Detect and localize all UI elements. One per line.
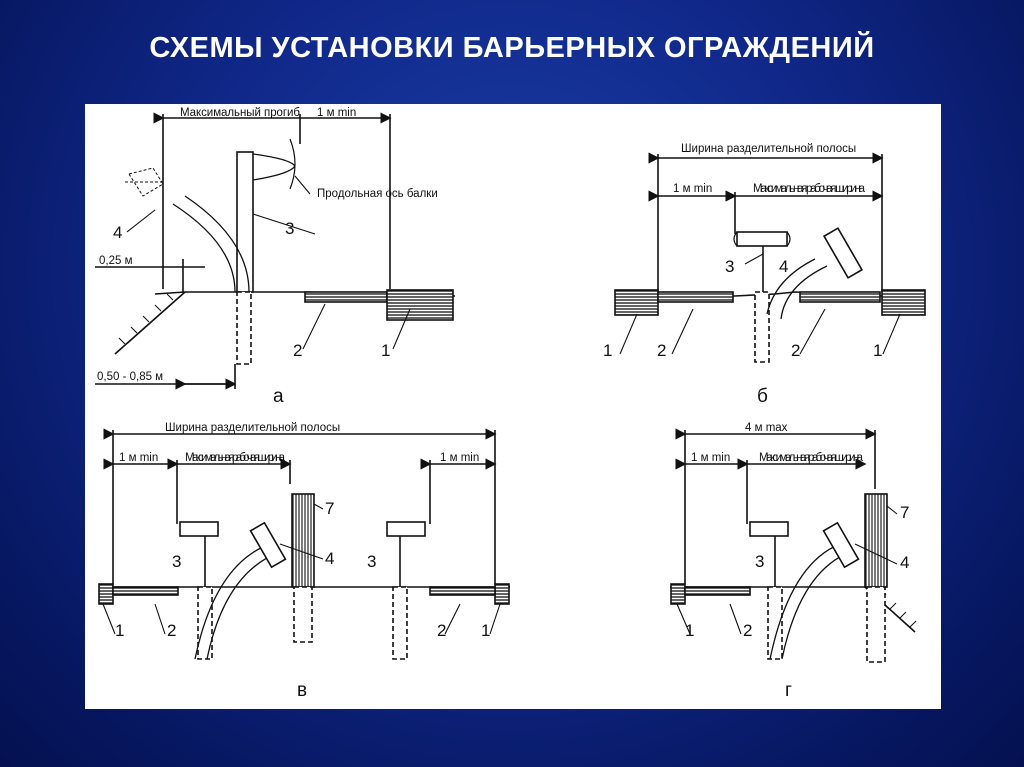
b-num-2b: 2 [791,341,800,360]
v-min-1m-left-label: 1 м min [119,452,158,464]
g-min-1m-label: 1 м min [691,452,730,464]
slide-title: СХЕМЫ УСТАНОВКИ БАРЬЕРНЫХ ОГРАЖДЕНИЙ [149,32,875,64]
lane-b-left [614,289,659,316]
b-min-1m-label: 1 м min [673,183,712,195]
b-num-4: 4 [779,257,788,276]
diagram-a [95,112,456,390]
a-num-1: 1 [381,341,390,360]
pavement-a [304,291,388,303]
v-num-2: 2 [167,621,176,640]
a-num-4: 4 [113,223,122,242]
b-num-1: 1 [603,341,612,360]
diagram-canvas: Максимальный прогиб 1 м min Продольная о… [95,107,926,701]
a-beam-axis-label: Продольная ось балки [317,188,438,200]
diagram-panel: Максимальный прогиб 1 м min Продольная о… [85,104,941,709]
b-num-2: 2 [657,341,666,360]
lane-b-right [881,289,926,316]
a-letter: а [273,386,284,407]
g-num-7: 7 [900,503,909,522]
v-num-4: 4 [325,549,334,568]
post-a [236,151,254,293]
diagram-v [98,428,510,660]
diagram-b [614,152,926,363]
a-num-2: 2 [293,341,302,360]
v-num-3b: 3 [367,552,376,571]
v-num-1b: 1 [481,621,490,640]
a-min-1m-label: 1 м min [317,107,356,119]
lane-a [386,289,454,321]
b-letter: б [757,386,768,407]
v-min-1m-right-label: 1 м min [440,452,479,464]
v-num-1: 1 [115,621,124,640]
v-max-working-label: Максимальная рабочая ширина [185,452,286,464]
v-num-2b: 2 [437,621,446,640]
g-num-4: 4 [900,553,909,572]
a-dim-050-085-label: 0,50 - 0,85 м [97,371,163,383]
a-dim-025-label: 0,25 м [99,255,133,267]
b-median-width-label: Ширина разделительной полосы [681,143,856,155]
g-num-3: 3 [755,552,764,571]
a-max-deflection-label: Максимальный прогиб [180,107,300,119]
g-num-1: 1 [685,621,694,640]
b-num-1b: 1 [873,341,882,360]
diagram-g [670,428,917,663]
v-num-7: 7 [325,499,334,518]
v-num-3: 3 [172,552,181,571]
b-max-working-label: Максимальная рабочая ширина [753,183,866,195]
b-num-3: 3 [725,257,734,276]
v-letter: в [297,680,307,701]
v-median-width-label: Ширина разделительной полосы [165,422,340,434]
a-num-3: 3 [285,219,294,238]
g-max-working-label: Максимальная рабочая ширина [759,452,864,464]
g-max-4m-label: 4 м max [745,422,788,434]
g-letter: г [785,680,792,701]
g-num-2: 2 [743,621,752,640]
